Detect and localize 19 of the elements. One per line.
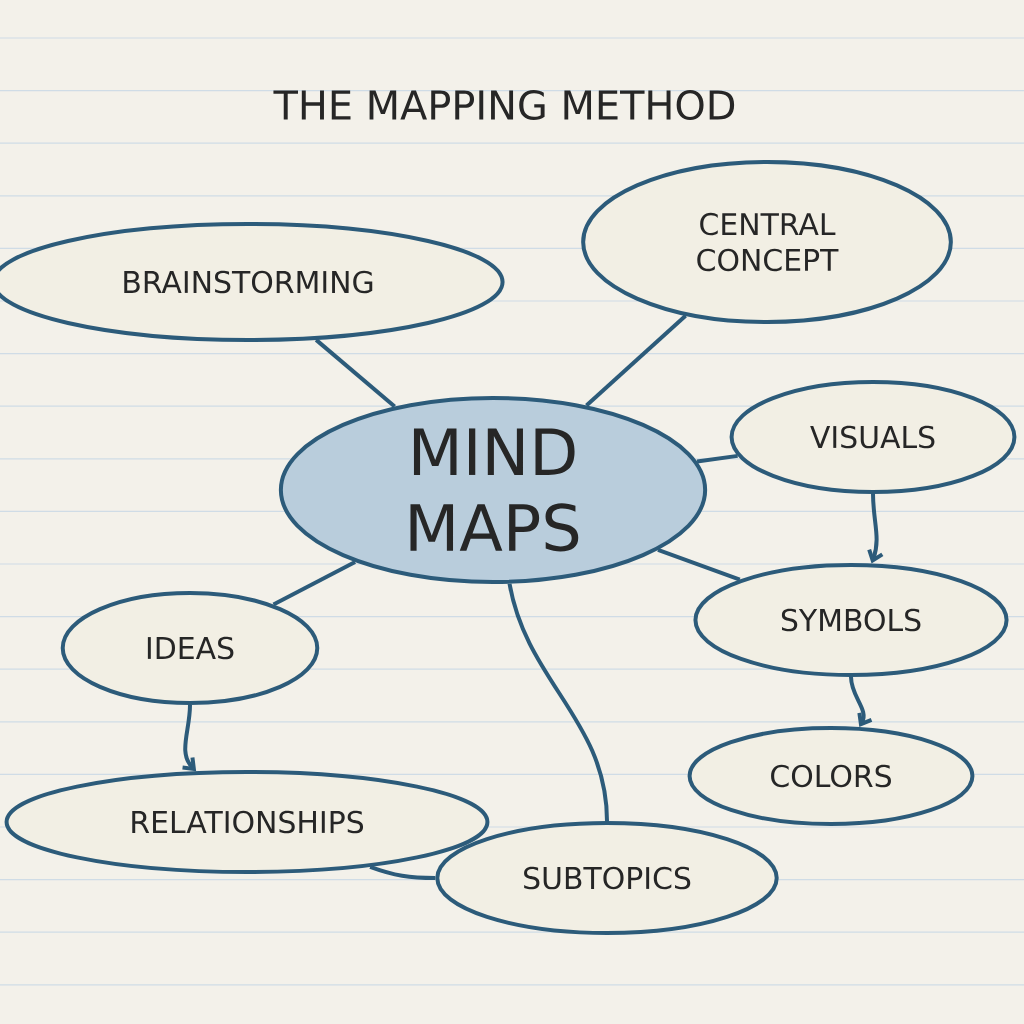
topic-bubble: CENTRAL CONCEPT <box>581 160 953 324</box>
topic-bubble: BRAINSTORMING <box>0 222 505 342</box>
connector-line <box>369 864 436 880</box>
connector-line <box>585 314 687 407</box>
connector-line <box>272 560 357 607</box>
topic-bubble: RELATIONSHIPS <box>4 770 490 874</box>
topic-bubble: SUBTOPICS <box>435 821 779 935</box>
arrow <box>849 676 873 727</box>
connector-line <box>657 548 741 582</box>
topic-bubble: VISUALS <box>729 380 1017 494</box>
topic-bubble: IDEAS <box>60 591 320 705</box>
arrow <box>867 493 884 564</box>
title: THE MAPPING METHOD <box>273 89 735 121</box>
connector-line <box>314 338 396 409</box>
connector-line <box>696 453 738 464</box>
topic-bubble: SYMBOLS <box>693 563 1009 677</box>
arrow <box>182 704 197 772</box>
connector-line <box>507 583 609 822</box>
topic-bubble: COLORS <box>687 726 975 826</box>
